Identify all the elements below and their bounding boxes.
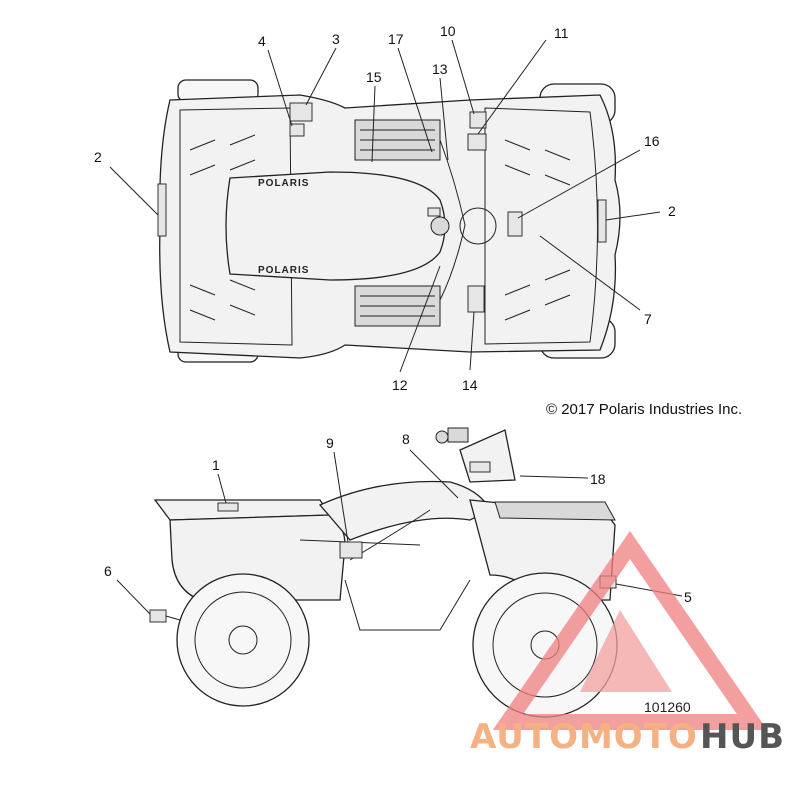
watermark-triangle-inner <box>580 610 672 692</box>
callout-2-left: 2 <box>94 149 102 165</box>
callout-15: 15 <box>366 69 382 85</box>
decal-3-top <box>289 102 313 122</box>
callout-13: 13 <box>432 61 448 77</box>
brand-mark-lower: POLARIS <box>258 265 309 276</box>
callout-2-right: 2 <box>668 203 676 219</box>
atv-top-view: POLARIS POLARIS <box>94 23 676 393</box>
callout-9: 9 <box>326 435 334 451</box>
rear-hub-side <box>228 625 258 655</box>
callout-12: 12 <box>392 377 408 393</box>
throttle-side <box>447 427 469 443</box>
headlight-pod-top <box>459 207 497 245</box>
callout-17: 17 <box>388 31 404 47</box>
callout-10: 10 <box>440 23 456 39</box>
decal-9-side <box>339 541 363 559</box>
decal-2-right-top <box>597 199 607 243</box>
watermark-text-secondary: HUB <box>700 717 785 757</box>
callout-4: 4 <box>258 33 266 49</box>
decal-18-side <box>469 461 491 473</box>
rear-wheel-side <box>176 573 310 707</box>
decal-1-side <box>217 502 239 512</box>
watermark <box>492 530 768 730</box>
rear-rack-top <box>179 107 293 346</box>
leader-lines-side <box>116 449 683 621</box>
callout-3: 3 <box>332 31 340 47</box>
front-rim-side <box>492 592 598 698</box>
seat-top <box>225 171 446 281</box>
decal-center-top <box>427 207 441 217</box>
decal-16-top <box>507 211 523 237</box>
callout-16: 16 <box>644 133 660 149</box>
callout-18: 18 <box>590 471 606 487</box>
callout-6: 6 <box>104 563 112 579</box>
decal-10-top <box>469 111 487 129</box>
copyright-notice: © 2017 Polaris Industries Inc. <box>546 401 742 418</box>
leader-lines-top <box>109 39 661 373</box>
callout-7: 7 <box>644 311 652 327</box>
rear-rim-side <box>194 591 292 689</box>
watermark-text-primary: AUTOMOTO <box>470 717 698 757</box>
handlebar-top <box>439 139 466 301</box>
callout-5: 5 <box>684 589 692 605</box>
decal-14-top <box>467 285 485 313</box>
decal-6-side <box>149 609 167 623</box>
watermark-triangle-outer <box>492 530 768 730</box>
front-rack-top <box>484 107 598 345</box>
callout-8: 8 <box>402 431 410 447</box>
callout-14: 14 <box>462 377 478 393</box>
seat-side <box>318 480 491 541</box>
decal-11-top <box>467 133 487 151</box>
front-rack-side <box>494 501 616 521</box>
figure-number: 101260 <box>644 699 691 715</box>
callout-11: 11 <box>554 25 569 41</box>
grip-end-side <box>435 430 449 444</box>
callout-1: 1 <box>212 457 220 473</box>
decal-4-top <box>289 123 305 137</box>
fuel-cap-top <box>430 216 450 236</box>
footwell-side <box>344 579 471 631</box>
decal-2-left-top <box>157 183 167 237</box>
brand-mark-upper: POLARIS <box>258 178 309 189</box>
